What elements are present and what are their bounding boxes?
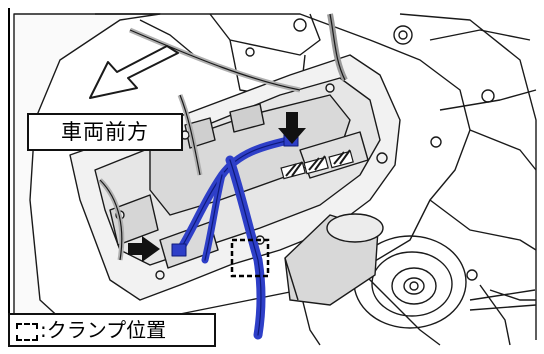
hatched-connectors	[280, 149, 354, 180]
clamp-marker-icon	[230, 238, 270, 278]
front-direction-arrow-icon	[89, 45, 179, 99]
body-panel	[13, 13, 537, 346]
legend-separator: :	[40, 318, 47, 342]
clamp-legend-swatch	[16, 323, 38, 341]
pointer-arrow-icon	[128, 236, 160, 262]
wire-harness	[171, 131, 299, 340]
clamp-legend: :クランプ位置	[8, 313, 216, 347]
legend-label: クランプ位置	[46, 318, 167, 342]
vehicle-front-label: 車両前方	[27, 113, 183, 151]
cylinder-component	[284, 213, 384, 306]
pointer-arrow-icon	[278, 112, 306, 144]
grey-cables	[98, 13, 348, 261]
